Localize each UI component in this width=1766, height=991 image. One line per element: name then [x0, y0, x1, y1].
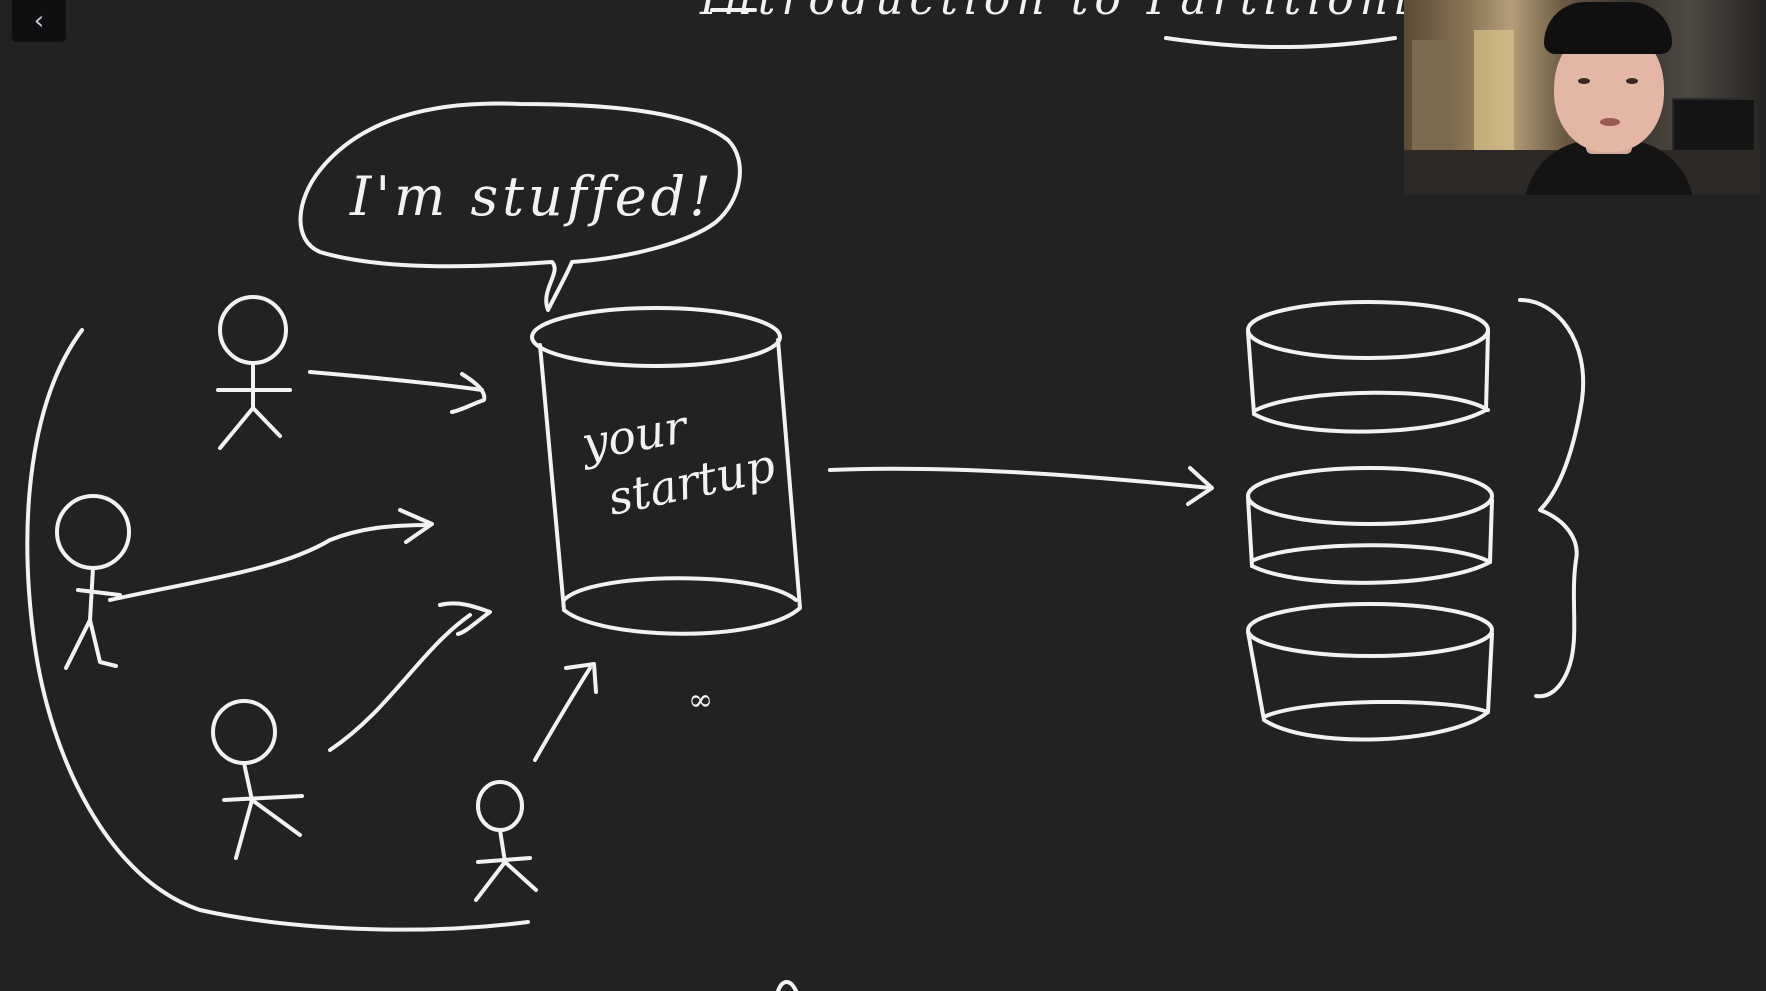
arrow-head	[564, 662, 598, 694]
background-door	[1412, 40, 1452, 170]
arrow-head	[398, 508, 434, 544]
database-footnote-symbol: ∞	[688, 683, 713, 718]
arrow-head	[438, 601, 492, 636]
title-text: Introduction to Partitioning	[699, 0, 1483, 25]
database-bottom-back	[562, 576, 798, 602]
database-left-side	[538, 343, 566, 612]
user-figure	[216, 295, 292, 450]
arrow-head	[1186, 466, 1214, 506]
database-bottom	[562, 606, 802, 636]
background-light	[1474, 30, 1514, 150]
presenter-mouth	[1600, 118, 1620, 126]
database-top	[530, 306, 782, 368]
partition-cylinder	[1246, 602, 1494, 742]
title-underline	[1164, 36, 1397, 50]
user-arrows	[108, 370, 598, 762]
speech-bubble-text: I'm stuffed!	[349, 165, 715, 228]
bottom-mark	[776, 980, 798, 991]
database-right-side	[776, 338, 802, 610]
users-bracket	[25, 328, 530, 932]
user-figure	[211, 699, 304, 860]
partitions-group	[1246, 298, 1586, 742]
startup-database: your startup ∞	[530, 306, 802, 718]
presenter-cap	[1544, 2, 1672, 54]
speech-bubble: I'm stuffed!	[298, 101, 742, 312]
presenter-eye	[1578, 78, 1590, 84]
arrow	[308, 370, 484, 392]
presenter-webcam	[1404, 0, 1760, 195]
speech-bubble-outline	[298, 101, 742, 312]
partition-cylinder	[1246, 466, 1494, 585]
chevron-left-icon: ‹	[33, 6, 45, 36]
partitions-brace	[1518, 298, 1586, 699]
user-figure	[474, 780, 538, 902]
presenter-eye	[1626, 78, 1638, 84]
users-group	[25, 295, 538, 932]
arrow	[828, 466, 1212, 490]
arrow-head	[450, 372, 487, 414]
arrow	[533, 666, 592, 762]
arrow	[108, 523, 432, 602]
title: Introduction to Partitioning	[699, 0, 1483, 50]
partition-arrow	[828, 466, 1214, 506]
user-figure	[55, 494, 131, 670]
back-button[interactable]: ‹	[12, 0, 66, 42]
partition-cylinder	[1246, 300, 1490, 434]
arrow	[328, 613, 472, 752]
